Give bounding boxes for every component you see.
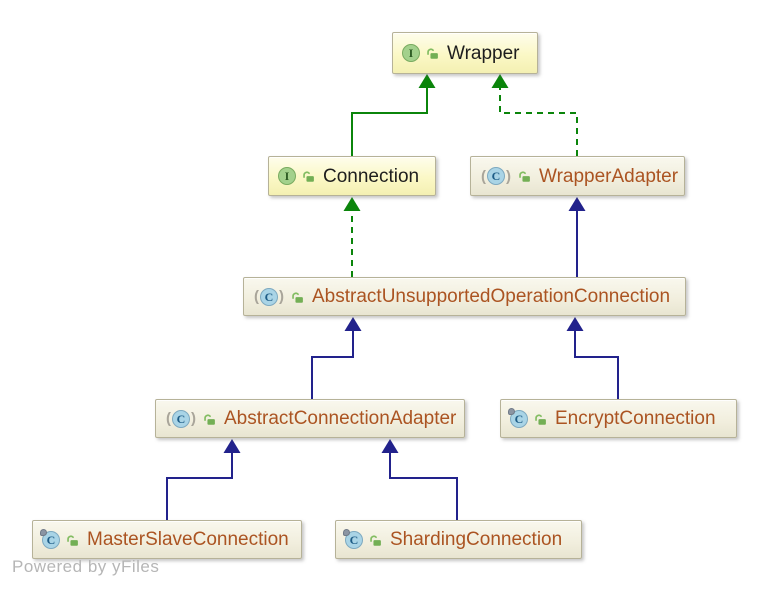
edge-extends-connection-to-wrapper <box>351 74 436 156</box>
edge-extends-abstract-unsupported-operation-connection-to-wrapper-adapter <box>568 197 586 277</box>
public-lock-icon <box>518 169 531 183</box>
final-class-icon: C <box>508 407 528 428</box>
final-class-icon: C <box>40 528 60 549</box>
final-marker-badge <box>508 407 515 415</box>
interface-icon: I <box>402 44 420 62</box>
node-label: Connection <box>323 165 420 187</box>
public-lock-icon <box>534 412 547 426</box>
uml-node-wrapper-adapter[interactable]: (C) WrapperAdapter <box>470 156 685 196</box>
node-label: EncryptConnection <box>555 408 716 429</box>
node-label: WrapperAdapter <box>539 165 679 187</box>
uml-node-master-slave-connection[interactable]: C MasterSlaveConnection <box>32 520 302 559</box>
public-lock-icon <box>291 290 304 304</box>
final-class-icon: C <box>343 528 363 549</box>
uml-node-wrapper[interactable]: I Wrapper <box>392 32 538 74</box>
public-lock-icon <box>369 533 382 547</box>
uml-node-sharding-connection[interactable]: C ShardingConnection <box>335 520 582 559</box>
public-lock-icon <box>66 533 79 547</box>
node-label: AbstractUnsupportedOperationConnection <box>312 286 671 307</box>
edge-extends-abstract-connection-adapter-to-abstract-unsupported-operation-connection <box>311 317 362 399</box>
uml-node-encrypt-connection[interactable]: C EncryptConnection <box>500 399 737 438</box>
node-label: Wrapper <box>447 42 520 64</box>
uml-node-abstract-unsupported-operation-connection[interactable]: (C) AbstractUnsupportedOperationConnectio… <box>243 277 686 316</box>
node-label: MasterSlaveConnection <box>87 529 289 550</box>
public-lock-icon <box>203 412 216 426</box>
yfiles-watermark: Powered by yFiles <box>12 557 160 576</box>
final-marker-badge <box>40 528 47 536</box>
uml-node-abstract-connection-adapter[interactable]: (C) AbstractConnectionAdapter <box>155 399 465 438</box>
edge-implements-wrapper-adapter-to-wrapper <box>491 74 578 156</box>
node-label: ShardingConnection <box>390 529 563 550</box>
edge-extends-master-slave-connection-to-abstract-connection-adapter <box>166 439 241 520</box>
abstract-class-icon: (C) <box>254 287 284 306</box>
public-lock-icon <box>426 46 439 60</box>
uml-node-connection[interactable]: I Connection <box>268 156 436 196</box>
edge-extends-encrypt-connection-to-abstract-unsupported-operation-connection <box>566 317 619 399</box>
final-marker-badge <box>343 528 350 536</box>
node-label: AbstractConnectionAdapter <box>224 408 457 429</box>
abstract-class-icon: (C) <box>481 167 511 185</box>
public-lock-icon <box>302 169 315 183</box>
abstract-class-icon: (C) <box>166 409 196 428</box>
edge-extends-sharding-connection-to-abstract-connection-adapter <box>381 439 458 520</box>
edge-implements-abstract-unsupported-operation-connection-to-connection <box>343 197 361 277</box>
interface-icon: I <box>278 167 296 185</box>
